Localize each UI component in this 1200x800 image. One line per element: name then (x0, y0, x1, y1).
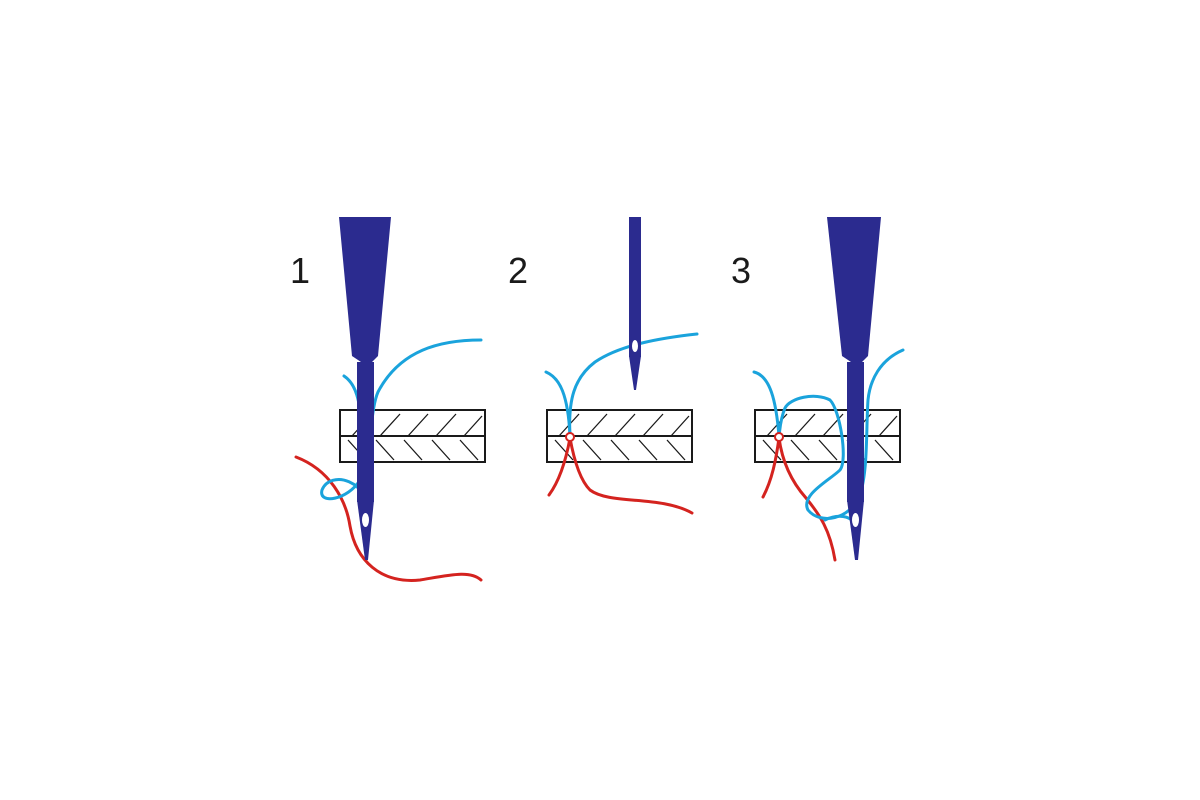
step-2-upper-thread (568, 332, 699, 438)
step-3-upper-thread (777, 348, 905, 520)
step-3-panel: 3 (731, 217, 905, 562)
step-3-needle (827, 217, 881, 560)
step-3-lower-thread (761, 436, 837, 562)
step-3-interlock-knot (774, 432, 784, 442)
step-1-lower-thread (294, 455, 483, 582)
step-2-label: 2 (508, 250, 528, 291)
step-1-label: 1 (290, 250, 310, 291)
step-2-lower-thread (547, 436, 694, 515)
step-1-needle (339, 217, 391, 560)
step-2-fabric (546, 409, 693, 463)
step-3-label: 3 (731, 250, 751, 291)
step-2-interlock-knot (565, 432, 575, 442)
step-2-panel: 2 (508, 217, 699, 515)
step-1-panel: 1 (290, 217, 486, 582)
step-2-needle (629, 217, 641, 390)
